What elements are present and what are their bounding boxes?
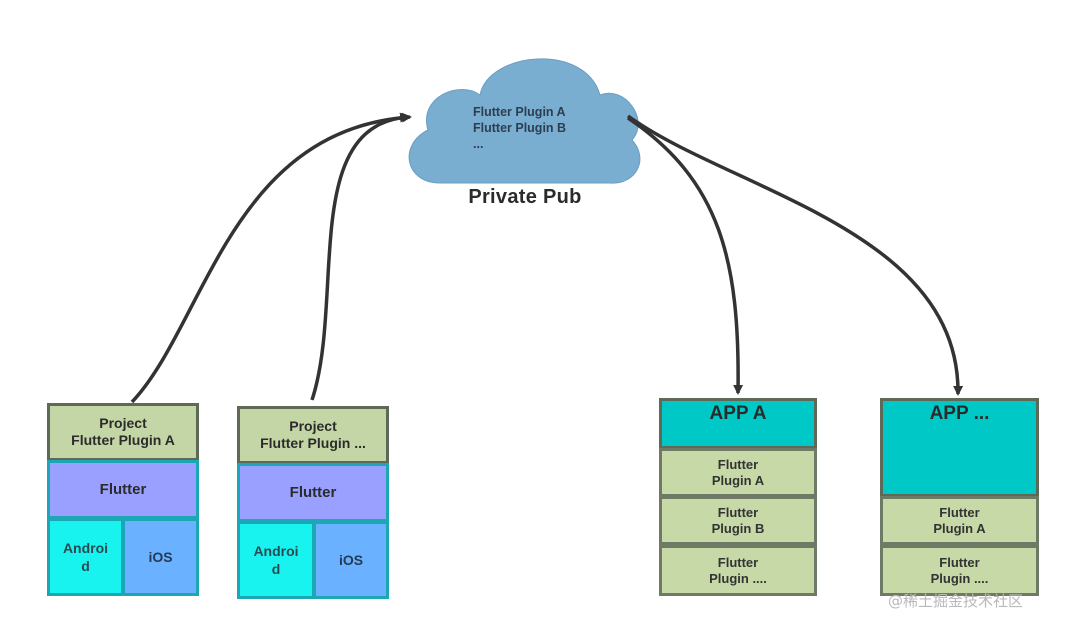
project-header-line: Project (99, 415, 147, 431)
cloud-plugin-list: Flutter Plugin A Flutter Plugin B ... (473, 104, 566, 152)
project-a-android-cell: Androi d (47, 518, 124, 596)
project-etc-ios-cell: iOS (313, 521, 389, 599)
project-header-line: Flutter Plugin A (71, 432, 175, 448)
app-etc-plugin-cell: Flutter Plugin A (880, 496, 1039, 545)
app-a-plugin-cell: Flutter Plugin .... (659, 545, 817, 596)
app-a-plugin-cell: Flutter Plugin B (659, 496, 817, 545)
plugin-label-line: Flutter (717, 456, 759, 472)
plugin-label-line: Plugin A (711, 472, 765, 488)
app-a-header: APP A (659, 398, 817, 449)
watermark: @稀土掘金技术社区 (888, 592, 1024, 610)
android-label-line: d (271, 561, 281, 577)
project-etc-header: Project Flutter Plugin ... (237, 406, 389, 464)
project-a-flutter-layer: Flutter (47, 460, 199, 519)
plugin-label-line: Flutter (939, 504, 980, 520)
cloud-shape (408, 58, 641, 184)
android-label-line: Androi (62, 540, 109, 556)
project-etc-android-cell: Androi d (237, 521, 315, 599)
plugin-label-line: Flutter (717, 554, 759, 570)
plugin-label-line: Plugin .... (930, 570, 989, 586)
android-label-line: d (81, 558, 90, 574)
project-header-line: Project (289, 418, 337, 434)
app-etc-header: APP ... (880, 398, 1039, 497)
arrow-pub-to-app-a (627, 116, 744, 395)
cloud-item: Flutter Plugin A (473, 105, 566, 119)
plugin-label-line: Flutter (717, 504, 759, 520)
cloud-item: ... (473, 137, 484, 151)
plugin-label-line: Flutter (939, 554, 980, 570)
arrow-pub-to-app-etc (626, 114, 964, 396)
project-header-line: Flutter Plugin ... (260, 435, 366, 451)
private-pub-label: Private Pub (468, 186, 582, 208)
app-etc-plugin-cell: Flutter Plugin .... (880, 545, 1039, 596)
project-a-header: Project Flutter Plugin A (47, 403, 199, 461)
arrow-project-etc-to-pub (310, 112, 410, 401)
cloud-item: Flutter Plugin B (473, 121, 567, 135)
app-a-plugin-cell: Flutter Plugin A (659, 448, 817, 497)
arrow-project-a-to-pub (130, 112, 412, 404)
android-label-line: Androi (253, 543, 299, 559)
project-etc-flutter-layer: Flutter (237, 463, 389, 522)
plugin-label-line: Plugin B (711, 520, 765, 536)
plugin-label-line: Plugin A (933, 520, 986, 536)
plugin-label-line: Plugin .... (709, 570, 767, 586)
project-a-ios-cell: iOS (122, 518, 199, 596)
